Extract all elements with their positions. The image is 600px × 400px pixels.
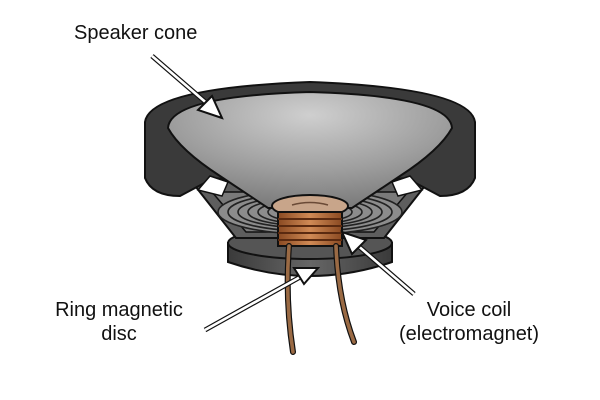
voice-coil bbox=[277, 211, 343, 247]
label-speaker-cone: Speaker cone bbox=[74, 21, 197, 45]
label-speaker-cone-text: Speaker cone bbox=[74, 22, 198, 44]
arrow-voice-coil bbox=[340, 230, 416, 296]
label-ring-magnet-line1: Ring magnetic bbox=[55, 299, 183, 321]
label-ring-magnet-line2: disc bbox=[101, 323, 137, 345]
speaker-cone bbox=[166, 90, 454, 209]
arrow-ring-magnet bbox=[203, 267, 321, 333]
label-ring-magnet: Ring magnetic disc bbox=[40, 298, 198, 346]
label-voice-coil: Voice coil (electromagnet) bbox=[386, 298, 552, 346]
arrow-speaker-cone bbox=[150, 54, 224, 120]
coil-wires bbox=[284, 243, 357, 355]
label-voice-coil-line2: (electromagnet) bbox=[398, 323, 540, 345]
label-voice-coil-line1: Voice coil bbox=[426, 299, 512, 321]
